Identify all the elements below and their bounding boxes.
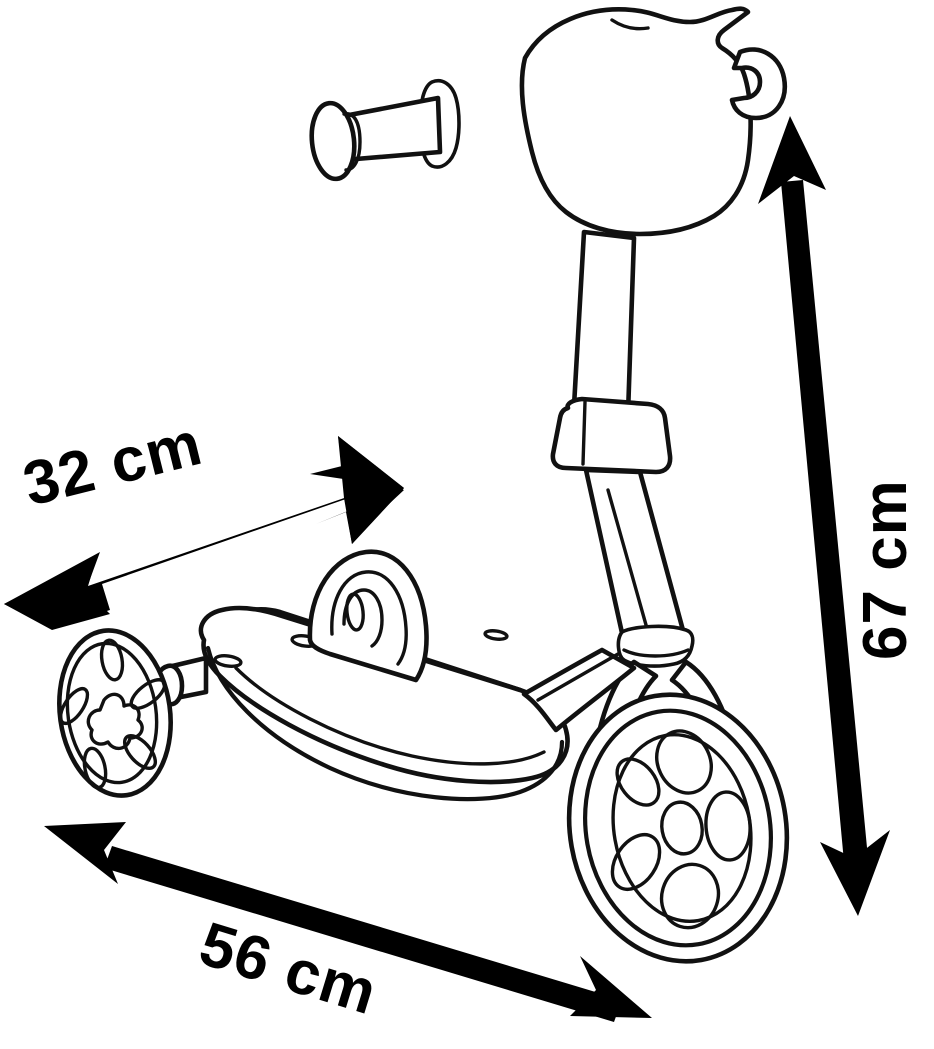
upper-steering-tube: [571, 229, 637, 417]
right-handle-grip: [729, 47, 788, 121]
lower-steering-tube: [583, 467, 695, 668]
dimension-arrow-56cm: [44, 822, 652, 1022]
front-wheel: [566, 692, 790, 964]
dimension-arrow-67cm: [758, 116, 890, 916]
rear-wheel-right: [307, 549, 429, 683]
dimension-arrow-32cm: [4, 436, 404, 630]
height-adjust-collar: [550, 396, 673, 475]
dimension-label-67cm: 67 cm: [851, 479, 920, 660]
scooter-illustration: [57, 6, 790, 964]
rear-wheel-left: [57, 628, 173, 798]
left-handle-grip: [309, 95, 443, 182]
